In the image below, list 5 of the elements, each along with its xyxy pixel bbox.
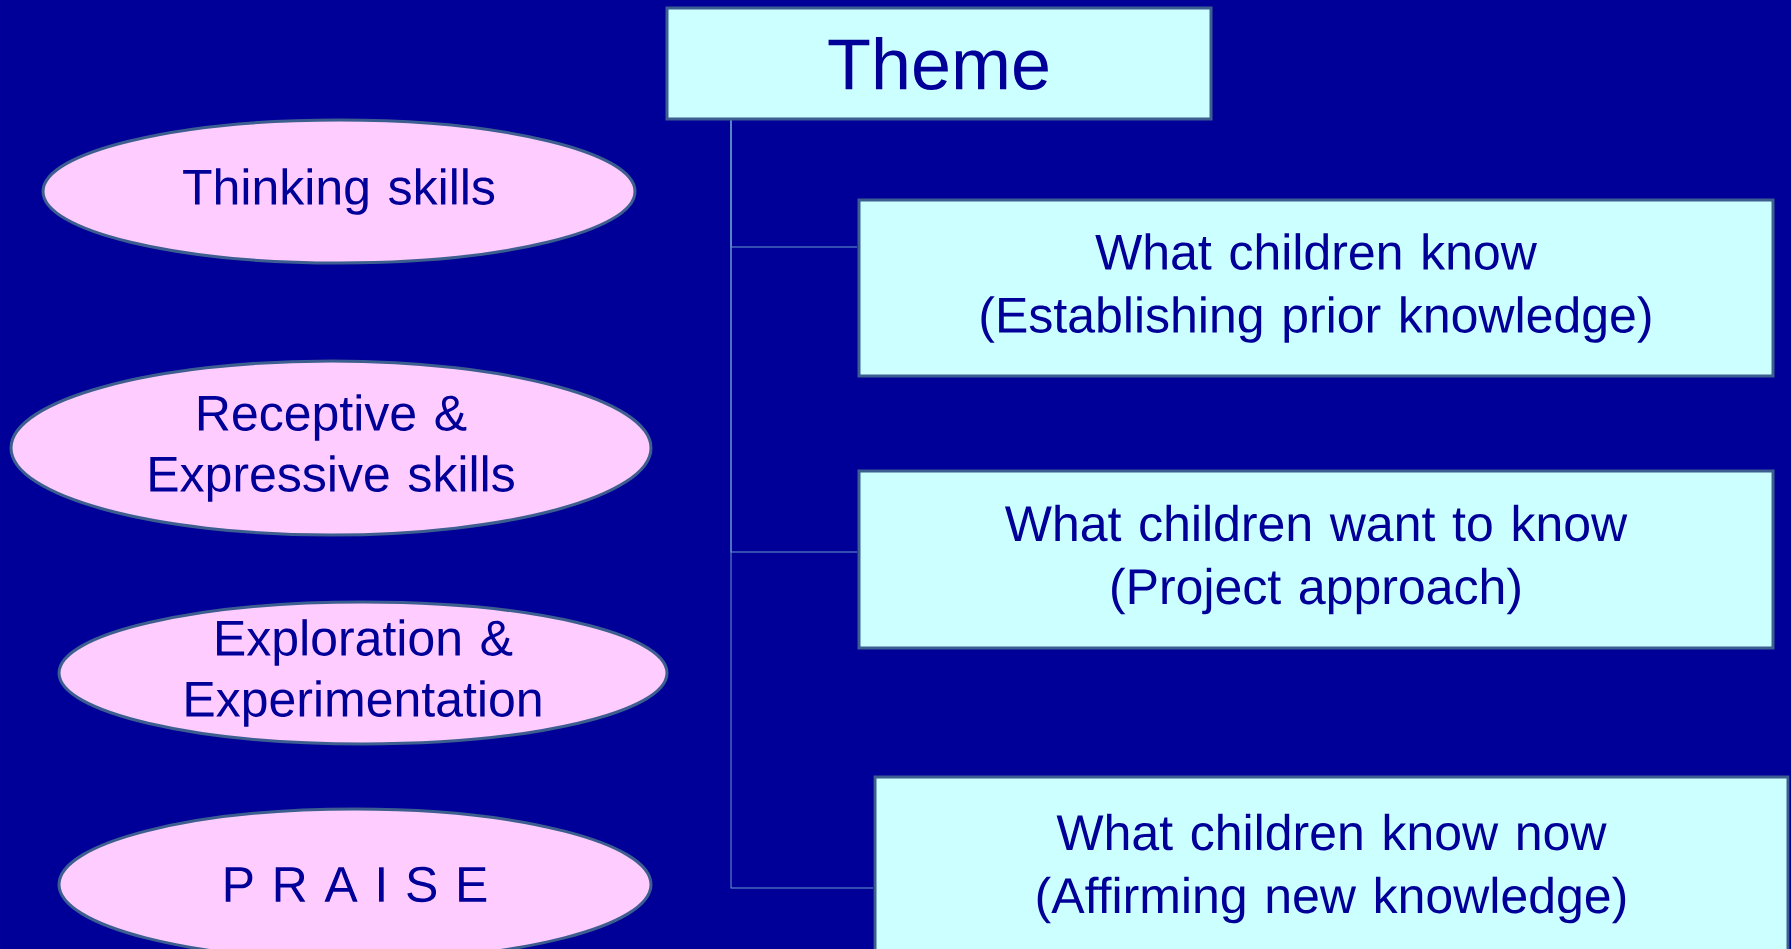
title-box: Theme — [665, 6, 1213, 121]
connector-line — [730, 120, 874, 889]
text-box: What children know now (Affirming new knowledge) — [873, 775, 1790, 949]
text-box: What children know (Establishing prior knowledge) — [857, 198, 1775, 378]
text-box: What children want to know (Project approach) — [857, 469, 1775, 650]
